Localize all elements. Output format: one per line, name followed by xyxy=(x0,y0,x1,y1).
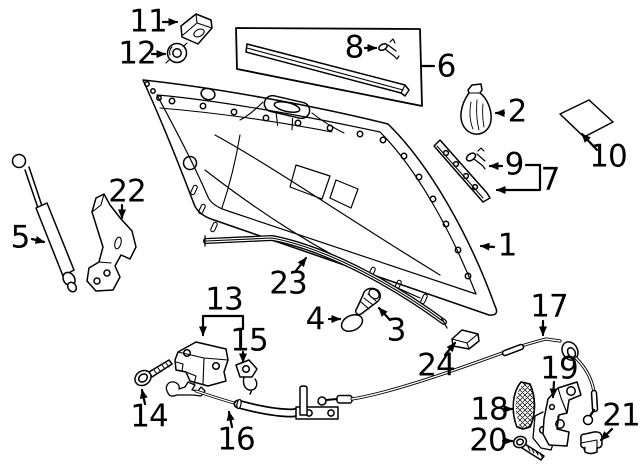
callout-arrows xyxy=(30,18,614,445)
callout-label-13: 13 xyxy=(205,281,243,318)
release-cable-front xyxy=(165,381,353,420)
callout-label-6: 6 xyxy=(436,48,457,85)
molding-clip xyxy=(378,38,400,60)
callout-label-5: 5 xyxy=(10,219,31,256)
callout-arrow-13 xyxy=(199,314,245,337)
callout-label-24: 24 xyxy=(417,347,455,384)
info-label xyxy=(559,99,614,138)
callout-arrow-24 xyxy=(443,341,457,357)
callout-arrow-3 xyxy=(377,306,392,322)
callout-label-11: 11 xyxy=(129,3,167,40)
hood-panel xyxy=(142,79,498,316)
callout-label-9: 9 xyxy=(504,146,525,183)
release-cable-rear xyxy=(350,337,599,426)
front-molding-strip xyxy=(245,43,410,97)
callout-arrow-16 xyxy=(226,410,235,429)
hood-hinge xyxy=(86,193,137,292)
handle-bracket xyxy=(532,381,582,451)
callout-label-23: 23 xyxy=(269,265,307,302)
callout-label-12: 12 xyxy=(118,35,156,72)
callout-label-16: 16 xyxy=(217,421,255,458)
callout-arrow-21 xyxy=(599,427,614,442)
side-molding-clip xyxy=(465,147,486,170)
rear-seal-strip xyxy=(203,235,448,329)
callout-label-4: 4 xyxy=(305,301,326,338)
bracket-plate xyxy=(180,13,213,45)
callout-label-18: 18 xyxy=(470,391,508,428)
callout-label-8: 8 xyxy=(344,29,365,66)
hood-bumper xyxy=(460,83,492,135)
screw-plug xyxy=(355,287,381,316)
callout-label-20: 20 xyxy=(469,422,507,459)
callout-label-3: 3 xyxy=(386,312,407,349)
callout-label-10: 10 xyxy=(589,138,627,175)
hood-latch xyxy=(174,341,229,387)
wedge-bumper xyxy=(451,329,480,350)
cable-hook-clip xyxy=(235,359,258,395)
callout-arrow-7 xyxy=(495,163,542,194)
oval-plug xyxy=(340,314,364,332)
grommet-nut xyxy=(165,42,188,64)
callout-label-22: 22 xyxy=(108,173,146,210)
side-molding xyxy=(433,139,491,203)
clip-nut xyxy=(580,431,603,455)
latch-bolt xyxy=(134,359,173,387)
callout-label-14: 14 xyxy=(130,398,168,435)
callout-label-19: 19 xyxy=(540,350,578,387)
callout-label-21: 21 xyxy=(602,397,640,434)
callout-label-2: 2 xyxy=(507,93,528,130)
callout-arrow-10 xyxy=(580,132,599,152)
callout-label-17: 17 xyxy=(530,288,568,325)
callout-label-1: 1 xyxy=(497,227,518,264)
release-handle xyxy=(512,381,536,430)
callout-arrow-5 xyxy=(30,236,46,244)
callout-arrow-19 xyxy=(549,380,558,399)
lift-support-strut xyxy=(11,153,78,293)
handle-bolt xyxy=(512,435,545,461)
callout-arrow-1 xyxy=(479,242,496,251)
callout-arrow-23 xyxy=(293,256,308,274)
callout-label-7: 7 xyxy=(540,161,561,198)
callout-arrow-14 xyxy=(139,388,148,406)
callout-label-15: 15 xyxy=(230,322,268,359)
